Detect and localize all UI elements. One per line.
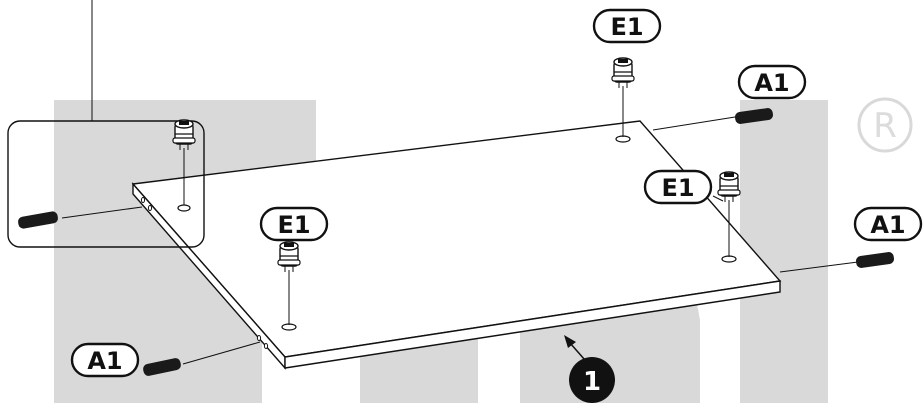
edge-hole: [263, 343, 269, 349]
registered-letter: R: [873, 106, 897, 146]
cam-hole: [177, 204, 191, 212]
leader-a1-top: [652, 116, 736, 131]
leader-detail-a1: [61, 206, 143, 219]
callout-pill: [70, 342, 140, 378]
board-cam-holes: [281, 135, 737, 331]
callout-pill: [643, 169, 713, 205]
callout-label: E1: [277, 211, 310, 239]
callout-pill: [259, 206, 329, 242]
edge-hole: [147, 205, 153, 211]
dowels: [18, 108, 895, 376]
callout-a1-bottom-left: A1: [70, 342, 140, 378]
leader-a1-bottom: [182, 341, 261, 365]
panel-number-circle: [569, 357, 615, 403]
leader-a1-right: [779, 261, 859, 273]
dowel-icon: [18, 211, 58, 229]
callout-pill: [853, 206, 923, 242]
callout-label: E1: [610, 13, 643, 41]
callout-e1-right: E1: [643, 169, 713, 205]
leader-e1-right-tick: [712, 195, 724, 202]
dowel-icon: [855, 252, 895, 268]
edge-hole: [140, 197, 146, 203]
callout-e1-top: E1: [592, 8, 662, 44]
detail-inset-frame: [7, 120, 205, 248]
edge-hole: [256, 335, 262, 341]
board-panel: [131, 120, 782, 370]
cam-lock-icon: [717, 171, 741, 203]
leader-lines: [61, 0, 859, 365]
callout-e1-left: E1: [259, 206, 329, 242]
dowel-icon: [143, 358, 181, 376]
callout-pill: [737, 64, 807, 100]
callout-a1-right: A1: [853, 206, 923, 242]
dowel-icon: [734, 108, 774, 124]
panel-number-label: 1: [583, 367, 601, 397]
registered-mark: R: [857, 97, 913, 153]
cam-lock-icon: [611, 57, 635, 89]
registered-circle: [857, 97, 913, 153]
panel-pointer-arrow: [564, 335, 576, 348]
board-front-edge: [284, 280, 781, 369]
board-edge-holes: [140, 197, 269, 349]
panel-number-marker: 1: [564, 335, 615, 403]
callout-label: A1: [87, 347, 122, 375]
callout-pill: [592, 8, 662, 44]
callout-label: A1: [870, 211, 905, 239]
callout-label: E1: [661, 174, 694, 202]
callout-label: A1: [754, 69, 789, 97]
callout-a1-top-right: A1: [737, 64, 807, 100]
